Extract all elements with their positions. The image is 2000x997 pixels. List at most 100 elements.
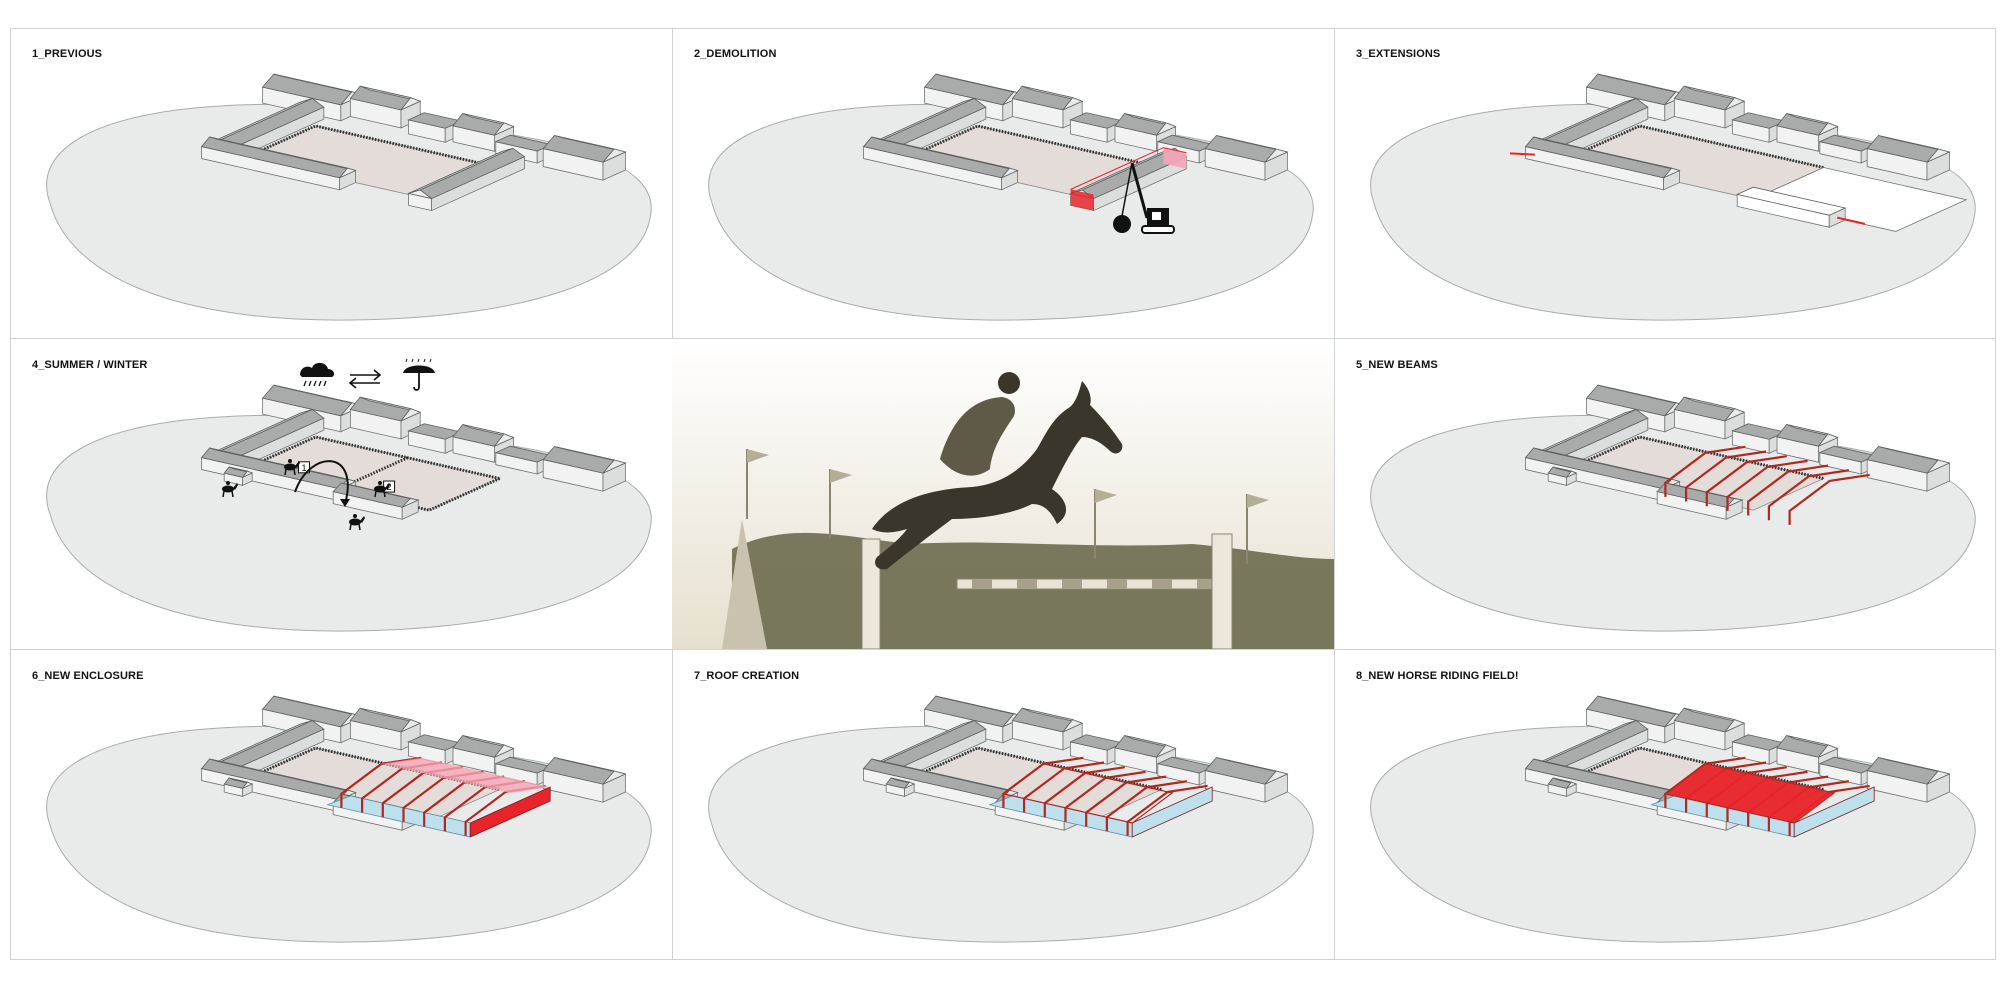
photo-horse [872, 381, 1123, 570]
ground-island [1370, 725, 1976, 943]
back-house-right [1204, 757, 1289, 803]
hall-roof [1664, 763, 1836, 824]
photo-rider [940, 397, 1015, 476]
front-porch [223, 777, 254, 797]
photo-flag [747, 449, 769, 463]
front-porch [885, 777, 916, 797]
hall-beam [1126, 784, 1208, 836]
panel-title: 2_DEMOLITION [694, 48, 777, 60]
back-house-left [349, 396, 422, 440]
building-complex [1524, 695, 1951, 838]
photo-left-standard [861, 538, 881, 649]
panel-new-beams: 5_NEW BEAMS [1334, 339, 1996, 649]
building-complex [862, 695, 1289, 838]
photo-rider-head [998, 372, 1020, 394]
front-stable-wing [200, 136, 357, 191]
photo-right-post [1211, 533, 1233, 649]
photo-flag [1247, 494, 1269, 508]
ground-island [46, 414, 652, 632]
diagram-svg [46, 695, 652, 943]
rotation-arrowhead [340, 499, 350, 507]
diagram-svg: 12 [46, 358, 652, 632]
hall-beam [1085, 775, 1167, 827]
building-complex [1509, 73, 1968, 232]
front-wing-extension [1735, 186, 1847, 228]
arena-number-box [298, 461, 310, 474]
photo-flag [1095, 489, 1117, 503]
grid-border-left [10, 28, 11, 960]
front-wing-east [1656, 482, 1744, 520]
panel-title: 8_NEW HORSE RIDING FIELD! [1356, 670, 1519, 682]
panel-new-enclosure: 6_NEW ENCLOSURE [10, 650, 672, 960]
front-porch [223, 466, 254, 486]
back-hall-left [923, 695, 1027, 744]
front-stable-wing [862, 136, 1019, 191]
diagram-sheet: 1_PREVIOUS 2_DEMOLITION 3_EXTENSIONS 4_S… [10, 28, 1996, 960]
front-stable-wing [1524, 136, 1681, 191]
diagram-svg [708, 695, 1314, 943]
hall-roof [1002, 763, 1174, 824]
hall-beam [1726, 459, 1808, 511]
arena-number-label: 1 [301, 463, 306, 473]
demolition-front-highlight [1070, 189, 1094, 211]
hall-beam [1064, 770, 1146, 822]
back-house-middle [452, 424, 515, 463]
panel-new-riding-field: 8_NEW HORSE RIDING FIELD! [1334, 650, 1996, 960]
building-complex [200, 384, 627, 520]
back-annex-right [1818, 756, 1877, 786]
grid-border-right [1995, 28, 1996, 960]
hall-beam [1747, 464, 1829, 516]
horse-rider-icon [222, 481, 238, 498]
horse-rider-icon [284, 459, 300, 476]
ground-island [1370, 414, 1976, 632]
horse-rider-icon [349, 514, 365, 531]
hall-back-roof [381, 757, 551, 793]
diagram-svg [1370, 73, 1976, 321]
rain-cloud-icon [300, 362, 335, 387]
hall-beam [1705, 455, 1787, 507]
back-house-right [1866, 757, 1951, 803]
front-porch [1547, 777, 1578, 797]
hall-beam [1043, 766, 1125, 818]
back-house-middle [1776, 735, 1839, 774]
swap-arrows-icon [348, 369, 382, 389]
back-house-right [542, 446, 627, 492]
hall-beam [340, 756, 422, 808]
panel-title: 4_SUMMER / WINTER [32, 359, 148, 371]
back-house-left [349, 707, 422, 751]
demolition-back-highlight [1163, 147, 1187, 169]
grid-border-top [10, 28, 1996, 29]
photo-crowd-hedge [732, 532, 1334, 649]
photo-pole-stripe [1062, 579, 1082, 589]
panel-title: 5_NEW BEAMS [1356, 359, 1438, 371]
arena-number-label: 2 [387, 482, 392, 492]
building-complex [1524, 384, 1951, 525]
diagram-svg [672, 339, 1334, 649]
panel-title: 1_PREVIOUS [32, 48, 103, 60]
hall-beam [1105, 780, 1188, 832]
back-house-left [349, 85, 422, 129]
panel-previous: 1_PREVIOUS [10, 28, 672, 338]
back-house-right [542, 757, 627, 803]
ground-island [1370, 103, 1976, 321]
photo-pole-stripe [972, 579, 992, 589]
ground-island [708, 725, 1314, 943]
grid-row-divider-1 [10, 338, 1996, 339]
grid-row-divider-2 [10, 649, 1996, 650]
back-house-right [1866, 135, 1951, 181]
back-house-right [1866, 446, 1951, 492]
back-house-right [542, 135, 627, 181]
panel-title: 3_EXTENSIONS [1356, 48, 1441, 60]
panel-title: 6_NEW ENCLOSURE [32, 670, 144, 682]
extension-arrow-right [1836, 216, 1866, 225]
front-wing-east [332, 482, 420, 520]
photo-jump-pole [956, 578, 1218, 590]
arena-extension-area [1751, 167, 1968, 232]
arena-floor [243, 436, 501, 511]
panel-roof-creation: 7_ROOF CREATION [672, 650, 1334, 960]
rotation-arrow [294, 460, 349, 505]
photo-left-post [722, 519, 767, 649]
grid-border-bottom [10, 959, 1996, 960]
building-complex [862, 73, 1289, 212]
